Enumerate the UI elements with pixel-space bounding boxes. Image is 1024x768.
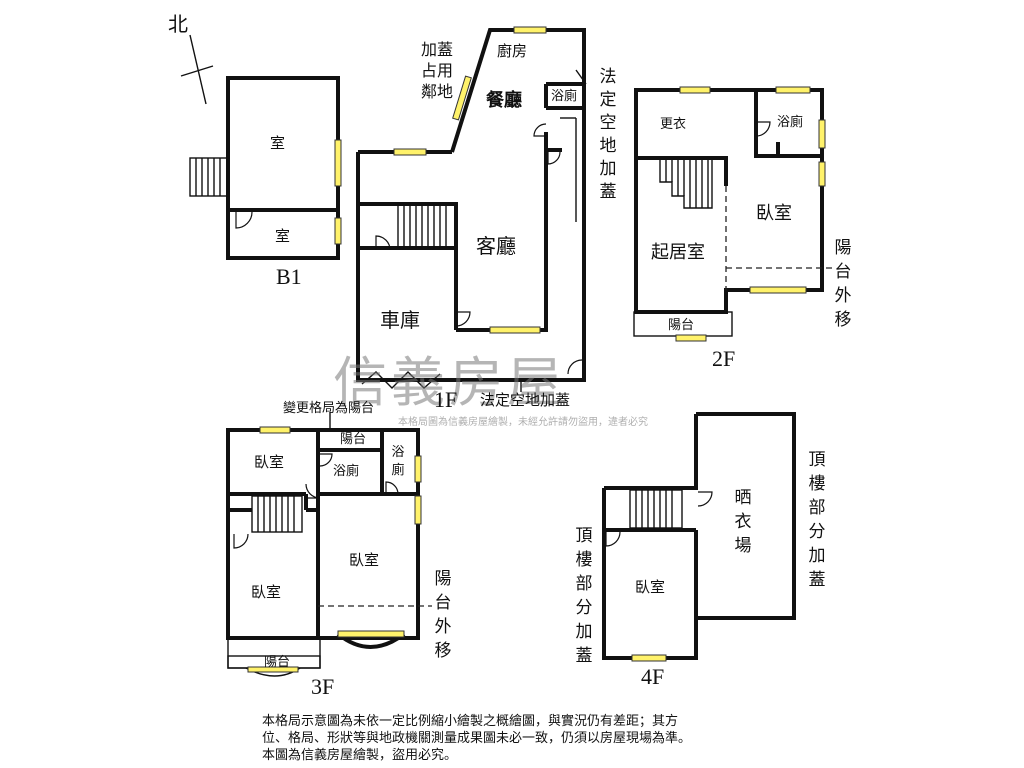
2f-balcony-moved-note: 陽台外移	[834, 238, 852, 330]
2f-floor-label: 2F	[712, 346, 736, 371]
3f-plan	[226, 412, 432, 677]
b1-stairs	[189, 157, 229, 197]
3f-bedroom-right-label: 臥室	[349, 551, 380, 569]
2f-dressing-label: 更衣	[660, 117, 687, 132]
4f-bedroom-label: 臥室	[635, 578, 666, 596]
1f-plan	[356, 26, 587, 392]
3f-stairs	[251, 495, 303, 533]
2f-plan	[633, 86, 836, 342]
b1-room-lower: 室	[275, 227, 291, 245]
1f-floor-label: 1F	[434, 387, 458, 412]
disclaimer: 本格局示意圖為未依一定比例縮小繪製之概繪圖，與實況仍有差距；其方 位、格局、形狀…	[262, 713, 782, 764]
3f-balcony-moved-note: 陽台外移	[434, 569, 452, 661]
2f-bedroom-label: 臥室	[756, 203, 792, 224]
b1-window	[334, 139, 342, 187]
3f-bedroom-left-label: 臥室	[251, 583, 282, 601]
4f-stairs	[629, 489, 683, 529]
4f-roof-left-note: 頂樓部分加蓋	[575, 526, 593, 666]
4f-drying-label: 晒衣場	[734, 488, 752, 556]
3f-wc-right-label: 浴廁	[391, 445, 405, 478]
3f-wc-mid-label: 浴廁	[333, 464, 360, 479]
b1-window	[334, 217, 342, 245]
disclaimer-line-3: 本圖為信義房屋繪製，盜用必究。	[262, 748, 458, 763]
watermark-brand: 信義房屋	[333, 351, 565, 414]
3f-balcony-bottom-label: 陽台	[264, 655, 291, 670]
3f-bay-balcony	[336, 632, 406, 649]
north-label: 北	[168, 12, 188, 36]
disclaimer-line-1: 本格局示意圖為未依一定比例縮小繪製之概繪圖，與實況仍有差距；其方	[262, 714, 679, 729]
b1-floor-label: B1	[276, 264, 302, 289]
1f-living-label: 客廳	[476, 234, 516, 258]
watermark-subtext: 本格局圖為信義房屋繪製，未經允許請勿盜用，違者必究	[398, 417, 648, 428]
2f-living-label: 起居室	[651, 242, 705, 263]
3f-floor-label: 3F	[311, 674, 335, 699]
1f-garage-label: 車庫	[380, 308, 420, 332]
north-arrow-icon	[180, 34, 214, 105]
1f-legal-bottom-note: 法定空地加蓋	[480, 391, 571, 409]
b1-plan	[189, 76, 342, 260]
3f-balcony-small-label: 陽台	[340, 432, 367, 447]
4f-plan	[602, 412, 796, 662]
b1-room-upper: 室	[270, 134, 286, 152]
3f-bedroom-top-label: 臥室	[254, 453, 285, 471]
4f-roof-right-note: 頂樓部分加蓋	[808, 450, 826, 590]
2f-wc-label: 浴廁	[777, 115, 804, 130]
1f-dining-label: 餐廳	[486, 90, 522, 111]
3f-changed-note: 變更格局為陽台	[283, 401, 375, 416]
1f-legal-side-note: 法定空地加蓋	[599, 67, 617, 202]
b1-door	[235, 211, 253, 229]
1f-kitchen-label: 廚房	[497, 42, 528, 60]
1f-wc-label: 浴廁	[551, 89, 578, 104]
2f-balcony-label: 陽台	[668, 318, 695, 333]
2f-stairs	[659, 160, 713, 209]
4f-floor-label: 4F	[641, 664, 665, 689]
disclaimer-line-2: 位、格局、形狀等與地政機關測量成果圖未必一致，仍須以房屋現場為準。	[262, 731, 692, 746]
1f-stairs	[397, 204, 447, 248]
1f-encroach-note: 加蓋占用鄰地	[420, 40, 453, 101]
